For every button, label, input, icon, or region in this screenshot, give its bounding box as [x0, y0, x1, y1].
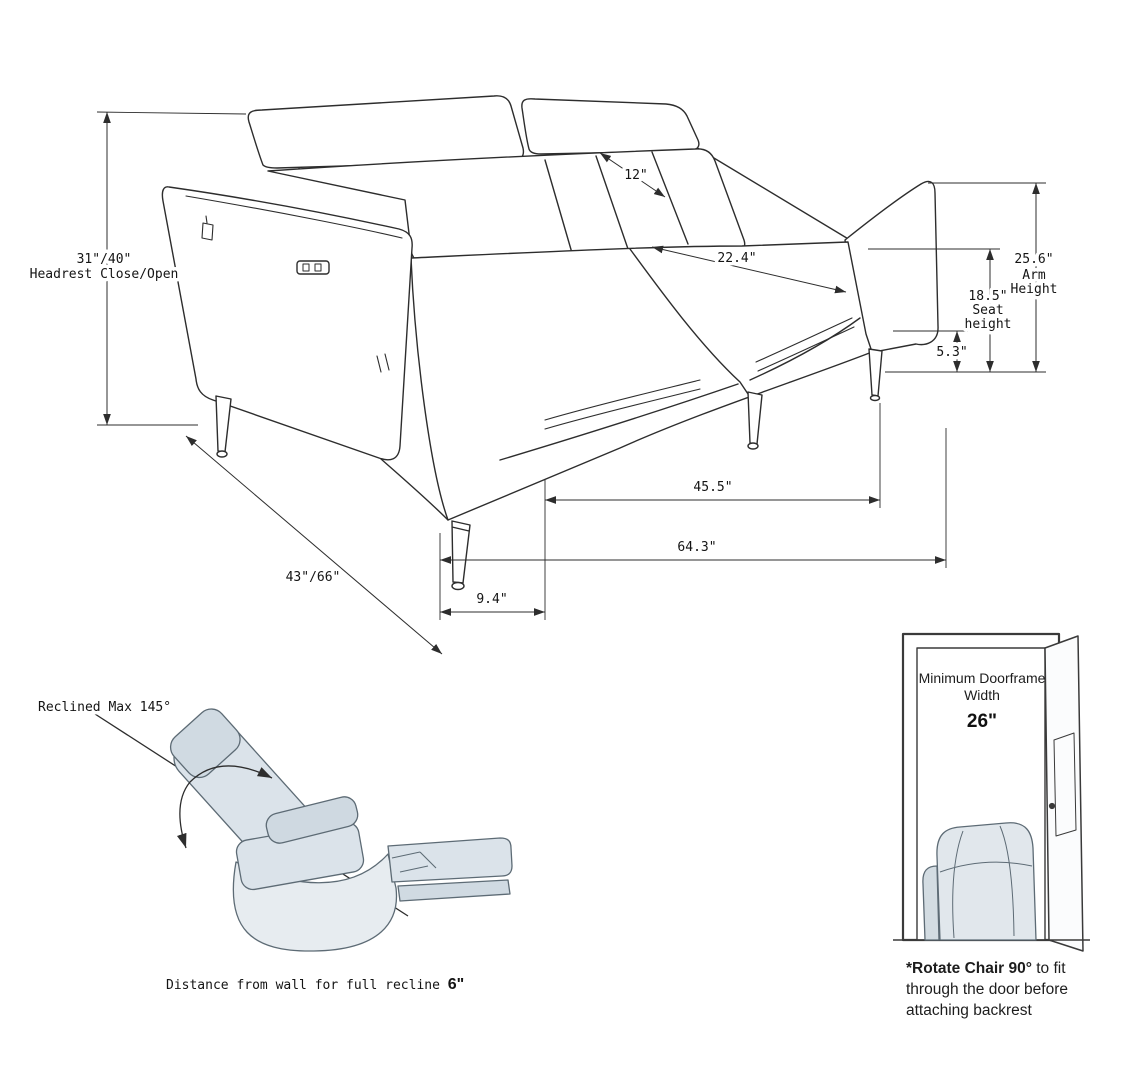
sofa-left-arm-inner-edge: [185, 195, 403, 239]
door-note-line3: attaching backrest: [906, 1002, 1032, 1019]
door-note-bold: *Rotate Chair 90°: [906, 960, 1036, 977]
dim-base-clearance-label: 5.3": [936, 345, 967, 360]
dim-right-leaders: [868, 182, 1046, 373]
leg-front-right: [868, 348, 883, 397]
door-title-line2: Width: [964, 687, 1000, 703]
sofa-stitch-left-seat: [544, 379, 701, 430]
hang-tag: [201, 215, 214, 241]
sofa-left-arm-stitches: [376, 353, 390, 373]
leg-front-middle: [747, 391, 763, 445]
sofa-back-edge: [693, 145, 851, 241]
dim-backrest-top-label: 12": [624, 168, 647, 183]
dimension-labels: 31"/40" Headrest Close/Open 12" 22.4" 25…: [26, 165, 1061, 611]
recliner-illustration: Reclined Max 145° Distance from wall for…: [35, 697, 513, 997]
sofa-cushion-edges: [499, 248, 861, 461]
door-knob: [1048, 802, 1056, 810]
door-note-rest: to fit: [1036, 960, 1066, 977]
door-leaf: [1044, 635, 1084, 952]
door-chair-side-piece: [922, 865, 940, 941]
recliner-caption: Distance from wall for full recline 6": [166, 976, 464, 993]
recline-arrow: [176, 765, 273, 849]
door-chair-seams: [939, 825, 1033, 939]
dim-arm-height-value: 25.6": [1014, 252, 1053, 267]
door-note-line1: *Rotate Chair 90° to fit: [906, 960, 1066, 977]
dim-arm-height-word1: Arm: [1022, 268, 1046, 283]
dim-inner-width-label: 45.5": [693, 480, 732, 495]
door-title-line1: Minimum Doorframe: [919, 670, 1046, 686]
door-leaf-panel: [1053, 732, 1077, 837]
leg-front-left-foot: [451, 581, 465, 591]
dim-seat-depth-label: 22.4": [717, 251, 756, 266]
dim-arm-height-word2: Height: [1011, 282, 1058, 297]
dim-seat-height-value: 18.5": [968, 289, 1007, 304]
recliner-chair: [169, 708, 513, 952]
power-switch: [296, 260, 330, 275]
door-note-line2: through the door before: [906, 981, 1068, 998]
leg-front-left: [451, 520, 471, 584]
recliner-caption-value: 6": [448, 976, 464, 993]
leg-front-right-foot: [869, 394, 881, 402]
sofa-headrest-right: [521, 98, 700, 155]
dim-headrest-label: Headrest Close/Open: [30, 267, 179, 282]
recliner-mechanism: [391, 851, 437, 873]
door-chair: [922, 822, 1037, 941]
dim-seat-height-word2: height: [965, 317, 1012, 332]
recliner-footrest-flap: [397, 879, 511, 902]
dim-overall-width-label: 64.3": [677, 540, 716, 555]
dim-headrest-extensions: [96, 111, 247, 426]
sofa-seats: [410, 241, 873, 521]
recliner-footrest: [387, 837, 513, 883]
dim-leg-inset-label: 9.4": [476, 592, 507, 607]
sofa-headrest-left: [247, 95, 525, 169]
leg-back-left: [215, 395, 232, 453]
dim-depth-line: [185, 435, 443, 655]
recliner-headrest: [169, 708, 241, 779]
doorframe-diagram: Minimum Doorframe Width 26" *Rotate Chai…: [893, 632, 1090, 1019]
recliner-caption-text: Distance from wall for full recline: [166, 978, 448, 993]
leg-back-left-foot: [216, 450, 228, 458]
dim-seat-height-word1: Seat: [972, 303, 1003, 318]
sofa-stitch-right-seat: [755, 317, 855, 372]
leg-front-middle-foot: [747, 442, 759, 450]
dimension-lines: [96, 111, 1046, 655]
dim-seat-depth-line: [651, 245, 847, 294]
recline-max-label: Reclined Max 145°: [38, 700, 171, 715]
door-width-value: 26": [967, 711, 997, 732]
door-chair-body: [936, 822, 1037, 941]
dim-headrest-value: 31"/40": [77, 252, 132, 267]
dim-depth-label: 43"/66": [286, 570, 341, 585]
dim-bottom-extensions: [439, 403, 947, 620]
sofa-left-arm: [161, 186, 413, 461]
dim-backrest-top-line: [599, 152, 666, 198]
